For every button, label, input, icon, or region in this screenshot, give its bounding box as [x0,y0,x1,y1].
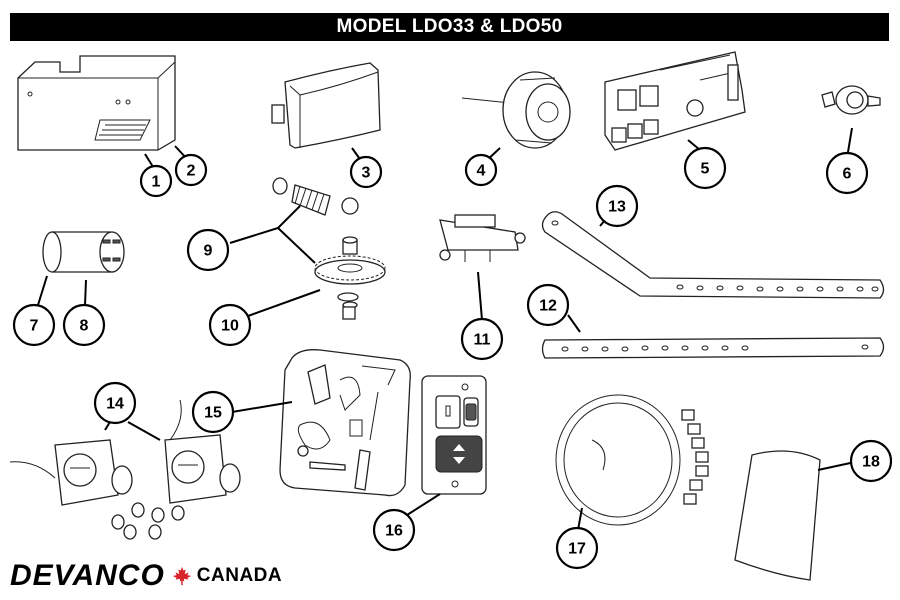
trolley-assembly [439,214,526,262]
callout-label: 4 [477,163,486,180]
callout-label: 8 [80,318,89,335]
callout-1: 1 [139,164,173,198]
callout-label: 5 [701,161,710,178]
callout-label: 1 [152,174,161,191]
callout-label: 12 [539,298,557,315]
motor [461,71,571,149]
callout-label: 6 [843,166,852,183]
safety-sensors [9,399,241,540]
callout-label: 18 [862,454,880,471]
wire-coil [555,394,709,526]
callout-14: 14 [93,381,137,425]
logo-country-text: CANADA [196,565,283,586]
callout-13: 13 [595,184,639,228]
callout-5: 5 [683,146,727,190]
hardware-bag [279,349,411,497]
callout-6: 6 [825,151,869,195]
callout-label: 9 [204,243,213,260]
motor-cover [271,62,381,149]
callout-2: 2 [174,153,208,187]
callout-label: 10 [221,318,239,335]
callout-label: 7 [30,318,39,335]
devanco-canada-logo: DEVANCO CANADA [10,559,283,592]
curved-door-arm [541,211,885,299]
logo-brand-text: DEVANCO [10,559,165,592]
callout-15: 15 [191,390,235,434]
callout-18: 18 [849,439,893,483]
callout-11: 11 [460,317,504,361]
drive-gear [314,236,386,320]
straight-door-arm [541,337,885,359]
capacitor [42,231,125,273]
callout-4: 4 [464,153,498,187]
callout-3: 3 [349,155,383,189]
callout-12: 12 [526,283,570,327]
callout-label: 15 [204,405,222,422]
callout-8: 8 [62,303,106,347]
callout-label: 13 [608,199,626,216]
wall-control-button [421,375,487,495]
worm-gear-set [272,177,359,216]
light-socket [821,85,881,115]
callout-16: 16 [372,508,416,552]
callout-label: 14 [106,396,124,413]
callout-label: 2 [187,163,196,180]
logic-board [604,51,746,151]
callout-label: 3 [362,165,371,182]
callout-10: 10 [208,303,252,347]
callout-9: 9 [186,228,230,272]
chassis-housing [17,55,176,151]
maple-leaf-icon [172,566,191,586]
owners-manual [734,450,821,581]
callout-label: 16 [385,523,403,540]
diagram-title: MODEL LDO33 & LDO50 [10,13,889,41]
callout-label: 17 [568,541,586,558]
callout-7: 7 [12,303,56,347]
callout-17: 17 [555,526,599,570]
callout-label: 11 [474,332,491,349]
